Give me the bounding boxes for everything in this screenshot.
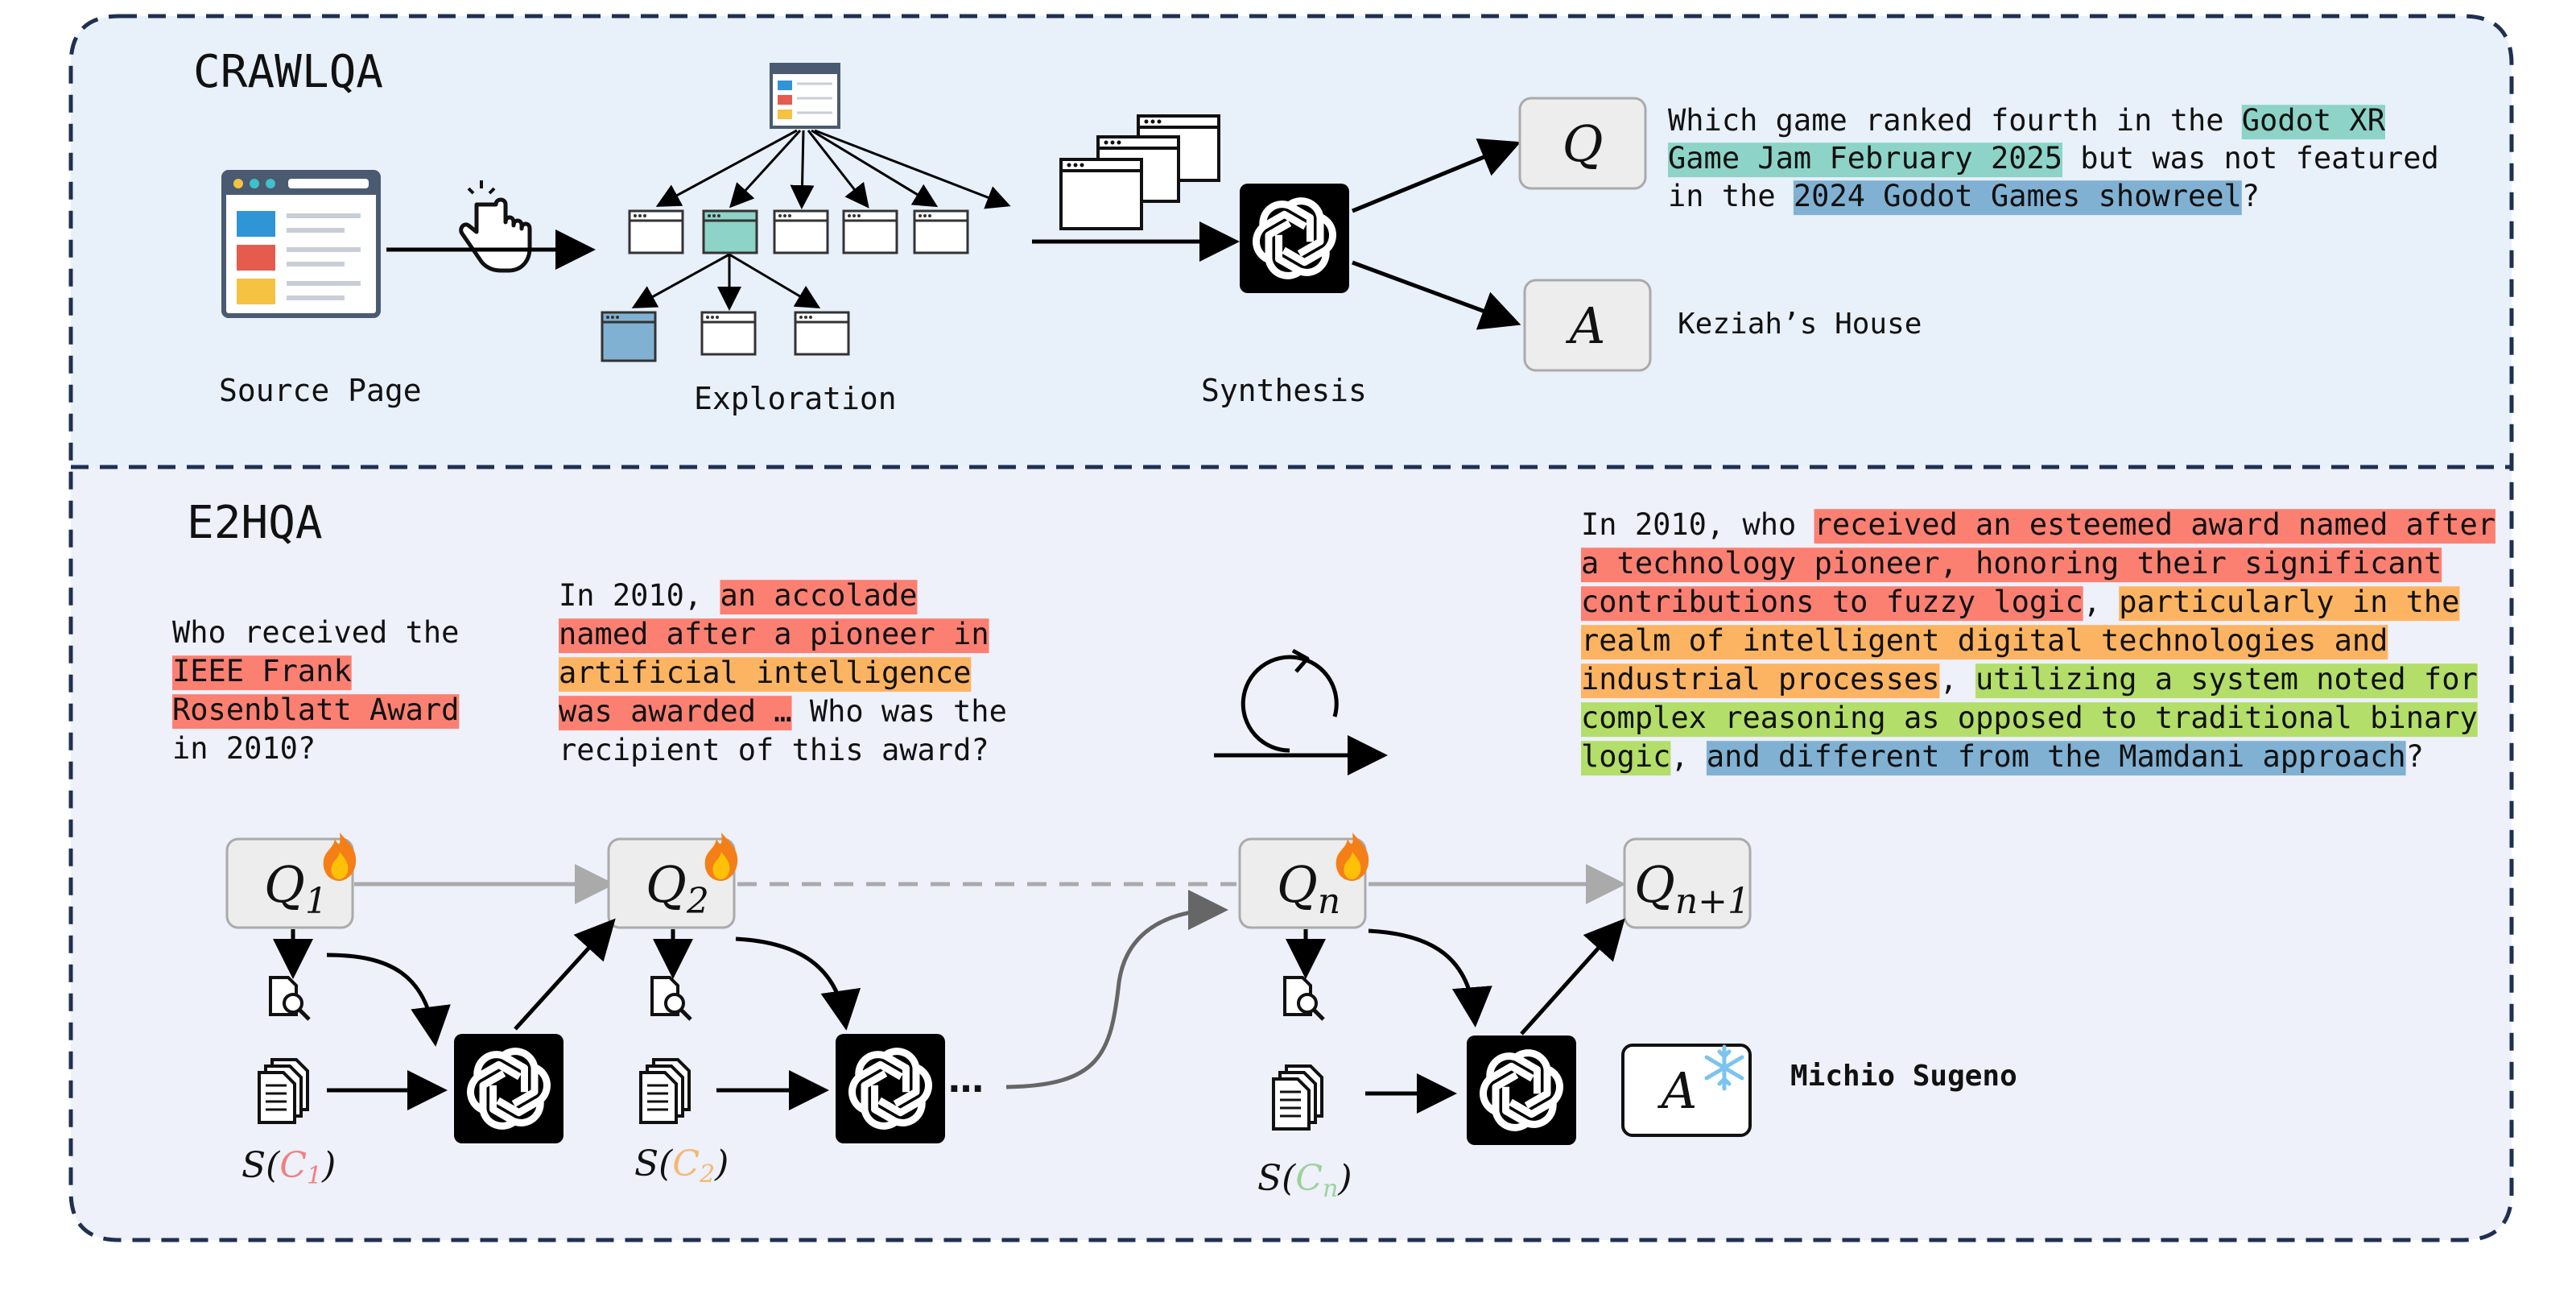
crawlqa-question-segment: but was not featured	[2062, 141, 2439, 176]
final-answer-letter: A	[1657, 1061, 1698, 1120]
openai-logo-icon	[454, 1034, 564, 1143]
ellipsis: …	[948, 1060, 984, 1101]
final-question-highlight	[1581, 625, 2388, 660]
documents-icon	[639, 1058, 691, 1124]
q2-text-segment: an accolade	[720, 578, 917, 613]
final-question-segment: received an esteemed award named after	[1814, 507, 2496, 542]
final-question-segment: a technology pioneer, honoring their sig…	[1581, 546, 2442, 581]
final-node-box: Qn+1	[1623, 837, 1752, 929]
openai-logo-icon	[1240, 184, 1349, 293]
answer-box: A	[1523, 279, 1652, 372]
q2-text-segment: In 2010,	[559, 578, 720, 613]
openai-logo-icon	[1467, 1036, 1576, 1145]
q-node-1: Q1S(C1)	[225, 833, 357, 1190]
q2-text-highlight	[720, 580, 918, 615]
q2-text-segment: recipient of this award?	[559, 733, 989, 767]
q1-text-segment: Who received the	[172, 615, 459, 650]
e2hqa-title: E2HQA	[187, 497, 323, 549]
final-question-highlight	[1814, 509, 2496, 544]
exploration-label: Exploration	[694, 381, 897, 416]
score-label: S(C2)	[634, 1143, 729, 1188]
crawlqa-question-segment: Game Jam February 2025	[1668, 141, 2062, 176]
q-node-label: Qn	[1277, 855, 1340, 922]
q2-text-segment: Who was the	[792, 694, 1007, 729]
final-question-highlight	[1581, 741, 1671, 776]
documents-icon	[1272, 1064, 1323, 1131]
final-node-sub: n+1	[1675, 881, 1750, 922]
final-question-highlight	[1706, 741, 2406, 776]
final-question-segment: and different from the Mamdani approach	[1707, 739, 2406, 774]
question-letter: Q	[1563, 114, 1604, 173]
final-question-highlight	[1581, 586, 2083, 622]
final-question-segment: ,	[1670, 739, 1707, 774]
final-answer: Michio Sugeno	[1790, 1060, 2017, 1093]
q2-text-segment: named after a pioneer in	[559, 617, 989, 651]
q2-text: In 2010, an accolade named after a pionee…	[559, 578, 1007, 767]
snowflake-icon	[1704, 1044, 1744, 1091]
crawlqa-question-segment: Which game ranked fourth in the	[1668, 103, 2242, 138]
source-page-label: Source Page	[219, 373, 422, 408]
web-page-icon	[221, 170, 381, 318]
final-question-text: In 2010, who received an esteemed award …	[1581, 507, 2496, 776]
crawlqa-answer: Keziah’s House	[1678, 308, 1922, 341]
final-question-segment: contributions to fuzzy logic	[1581, 585, 2083, 619]
q1-text-segment: in 2010?	[172, 731, 316, 766]
q2-text-segment: artificial intelligence	[559, 655, 971, 690]
final-answer-box: A	[1621, 1044, 1752, 1137]
q-node-label: Q2	[646, 855, 709, 922]
q2-text-segment: was awarded …	[559, 694, 792, 729]
openai-logo-icon	[836, 1034, 945, 1143]
svg-text:Qn+1: Qn+1	[1634, 855, 1750, 922]
final-question-highlight	[1581, 663, 1940, 699]
final-node-letter: Q	[1634, 855, 1675, 914]
crawlqa-question-highlight	[1668, 143, 2063, 178]
q1-text-highlight	[172, 655, 352, 691]
final-question-segment: logic	[1581, 739, 1670, 774]
q1-text-segment: IEEE Frank	[172, 654, 352, 688]
pointer-click-icon	[459, 180, 532, 273]
q2-text-highlight	[559, 696, 792, 731]
question-box: Q	[1518, 97, 1647, 190]
documents-icon	[258, 1058, 309, 1124]
synthesis-label: Synthesis	[1201, 373, 1367, 408]
q2-text-highlight	[559, 657, 972, 692]
final-question-highlight	[1581, 702, 2478, 738]
final-question-segment: complex reasoning as opposed to traditio…	[1581, 701, 2478, 735]
final-question-highlight	[1975, 663, 2478, 699]
q-node-3: QnS(Cn)	[1238, 833, 1369, 1203]
final-question-segment: utilizing a system noted for	[1975, 662, 2478, 697]
final-question-segment: industrial processes	[1581, 662, 1940, 697]
final-question-segment: ?	[2406, 739, 2424, 774]
final-question-segment: In 2010, who	[1581, 507, 1814, 542]
q2-text-highlight	[559, 618, 989, 654]
answer-letter: A	[1566, 296, 1606, 355]
q1-text-segment: Rosenblatt Award	[172, 692, 459, 727]
crawlqa-question-segment: Godot XR	[2242, 103, 2386, 138]
crawlqa-question-highlight	[2241, 105, 2385, 140]
crawlqa-question-text: Which game ranked fourth in the Godot XR…	[1668, 103, 2439, 216]
score-label: S(C1)	[242, 1145, 336, 1190]
final-question-segment: ,	[2083, 585, 2120, 619]
q-node-2: Q2S(C2)	[607, 833, 738, 1188]
crawlqa-question-segment: ?	[2242, 179, 2260, 213]
final-question-segment: realm of intelligent digital technologie…	[1581, 623, 2388, 658]
final-question-highlight	[2119, 586, 2460, 622]
cycle-arrow-icon	[1214, 648, 1388, 775]
crawlqa-question-highlight	[1793, 180, 2242, 216]
crawlqa-question-segment: in the	[1668, 179, 1794, 213]
crawlqa-title: CRAWLQA	[193, 46, 383, 98]
browser-stack-icon	[1059, 114, 1220, 230]
crawlqa-question-segment: 2024 Godot Games showreel	[1794, 179, 2242, 213]
final-question-segment: ,	[1939, 662, 1975, 697]
final-question-segment: particularly in the	[2119, 585, 2459, 619]
q-node-label: Q1	[264, 855, 328, 922]
site-tree-icon	[601, 63, 1011, 362]
q1-text-highlight	[172, 694, 460, 730]
score-label: S(Cn)	[1257, 1158, 1352, 1203]
final-question-highlight	[1581, 548, 2442, 583]
